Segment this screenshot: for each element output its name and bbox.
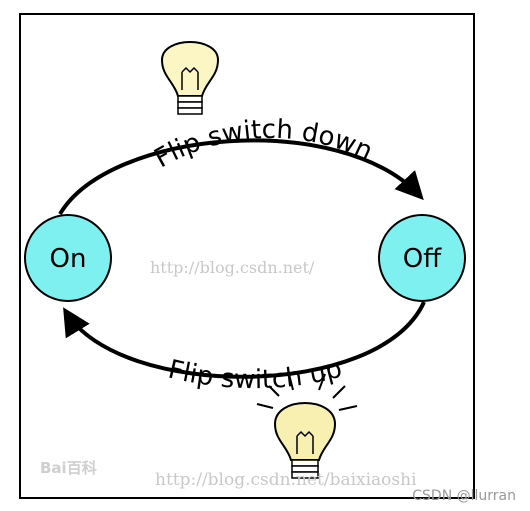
csdn-author-mark: CSDN @llurran <box>412 488 516 504</box>
state-on: On <box>24 214 112 302</box>
state-off-circle <box>378 214 466 302</box>
state-off-label: Off <box>403 244 442 274</box>
state-on-circle <box>24 214 112 302</box>
transition-arrow-flip-down <box>58 138 424 216</box>
transition-arrow-flip-up <box>63 301 426 379</box>
state-off: Off <box>378 214 466 302</box>
light-bulb-on-icon <box>256 373 358 479</box>
watermark-center: http://blog.csdn.net/ <box>150 258 315 277</box>
light-bulb-off-icon <box>160 41 220 115</box>
watermark-bottom: http://blog.csdn.net/baixiaoshi <box>155 470 417 490</box>
state-on-label: On <box>50 244 87 274</box>
baike-logo: Bai百科 <box>40 459 97 477</box>
